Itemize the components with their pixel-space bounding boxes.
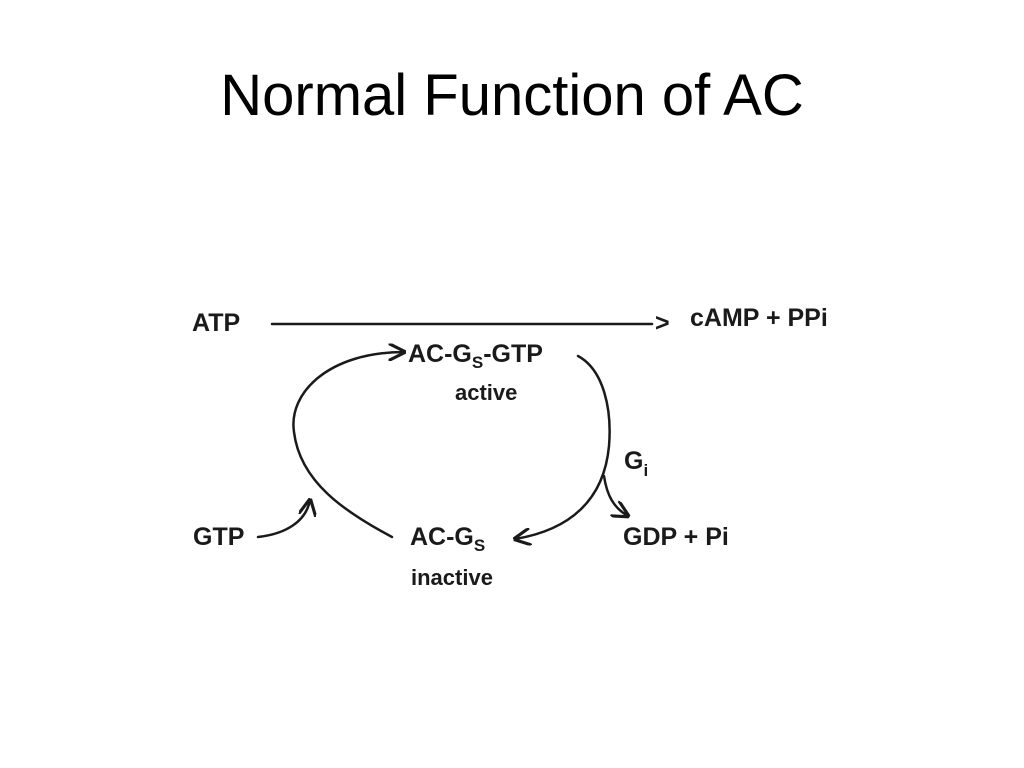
camp-ppi-label: cAMP + PPi	[690, 304, 828, 332]
gdp-pi-label: GDP + Pi	[623, 523, 729, 551]
atp-arrowhead: >	[655, 309, 670, 337]
inactive-state-label: inactive	[411, 565, 493, 590]
slide-title: Normal Function of AC	[220, 63, 804, 128]
inactivation-arrow	[515, 354, 611, 539]
atp-label: ATP	[192, 309, 240, 337]
gi-subscript: i	[643, 461, 648, 480]
gdp-release-arrow	[602, 474, 628, 516]
reactivation-arrow	[292, 352, 404, 539]
inactive-complex-base: AC-G	[410, 523, 474, 551]
active-complex-base: AC-G	[408, 340, 472, 368]
active-complex-label: AC-GS-GTP	[408, 340, 543, 372]
active-state-label: active	[455, 380, 517, 405]
inactive-complex-label: AC-GS	[410, 523, 485, 555]
gtp-entry-arrow	[256, 500, 310, 539]
gi-base: G	[624, 447, 643, 475]
inactive-complex-subscript: S	[474, 536, 485, 555]
gtp-label: GTP	[193, 523, 244, 551]
gi-label: Gi	[624, 447, 648, 480]
active-complex-subscript: S	[472, 353, 483, 372]
active-complex-suffix: -GTP	[483, 340, 543, 368]
